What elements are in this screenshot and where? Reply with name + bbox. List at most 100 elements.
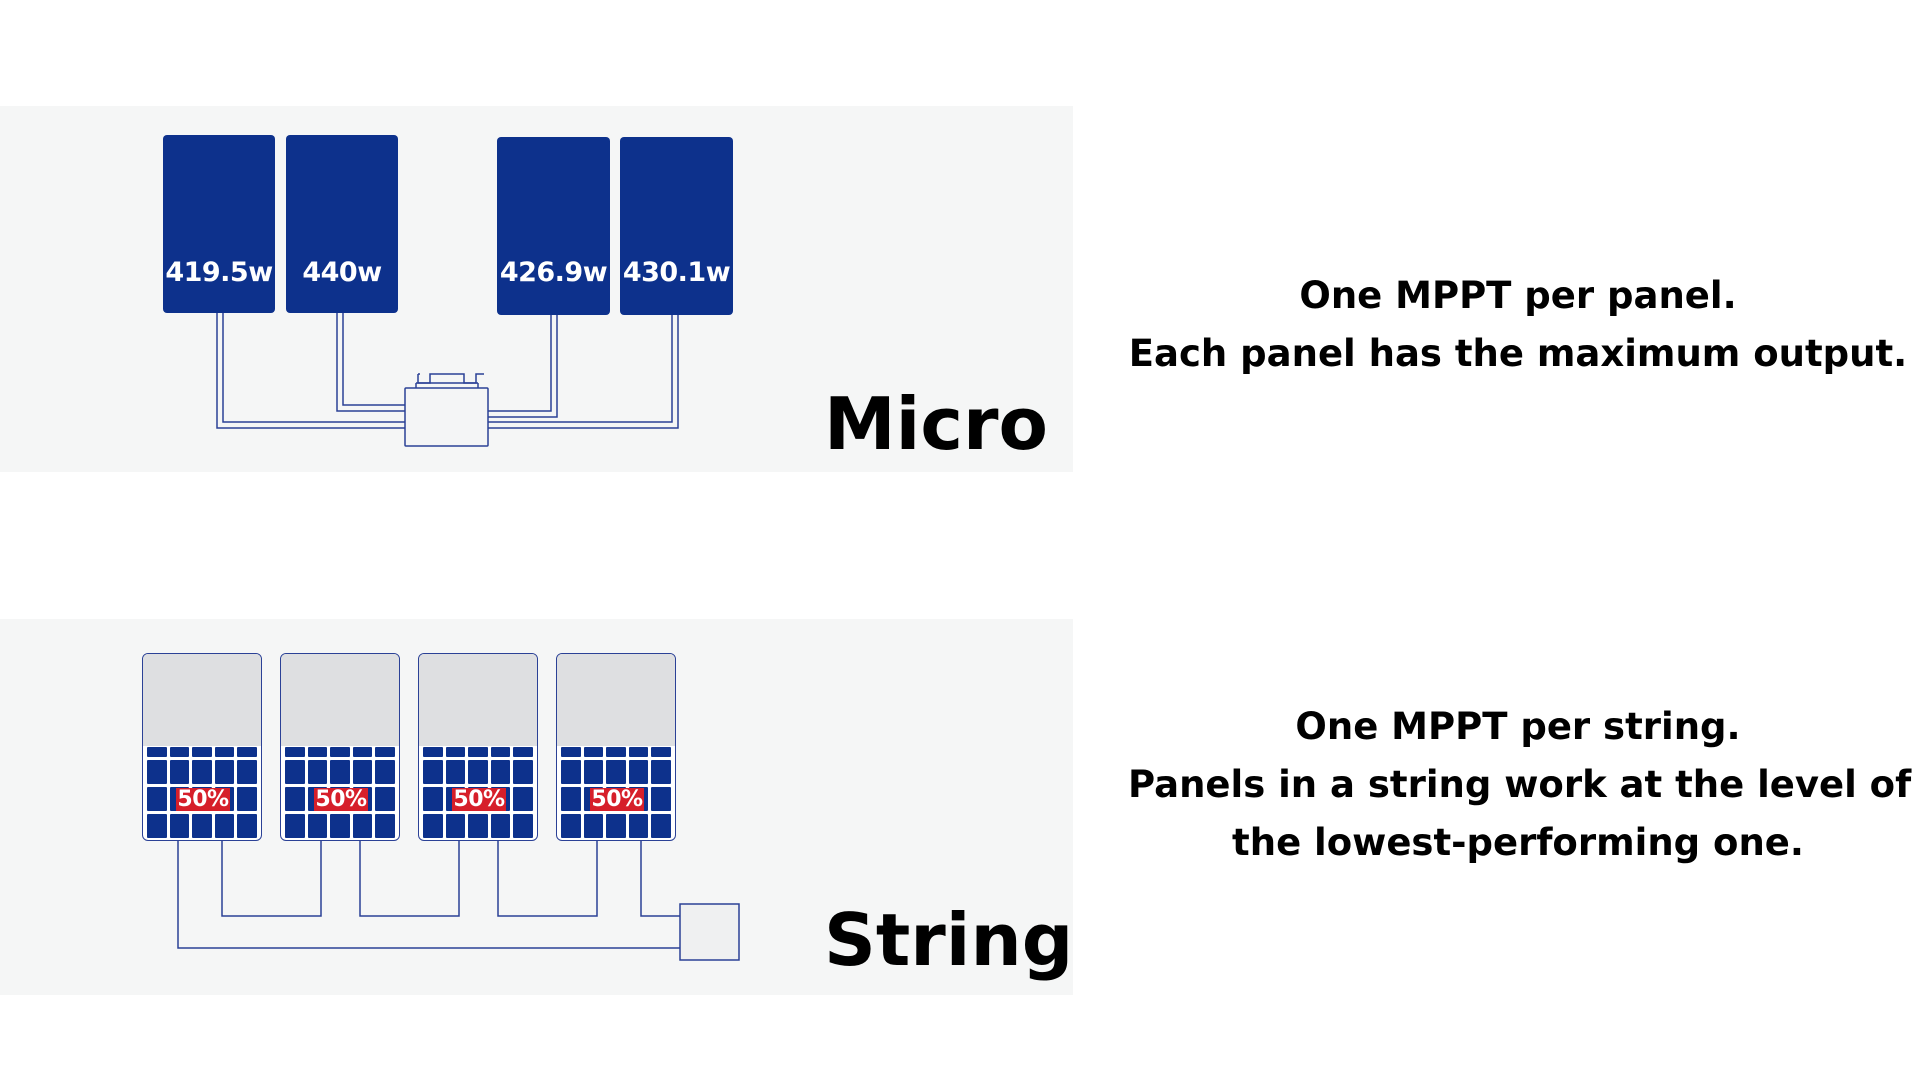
solar-cell — [423, 760, 443, 784]
solar-cell — [169, 814, 190, 838]
wire-string-return — [177, 840, 680, 949]
solar-panel-3: 426.9w — [497, 137, 610, 315]
shaded-panel-2: 50% — [280, 653, 400, 841]
solar-cell — [237, 787, 257, 811]
solar-cell — [606, 760, 626, 784]
solar-cell — [628, 747, 649, 757]
solar-cell — [330, 747, 350, 757]
micro-wiring — [216, 311, 679, 447]
solar-cell — [214, 760, 235, 784]
solar-cell — [561, 814, 581, 838]
shaded-panel-3: 50% — [418, 653, 538, 841]
solar-panel-2: 440w — [286, 135, 398, 313]
solar-cell — [285, 814, 305, 838]
solar-cell — [423, 814, 443, 838]
string-description-line-3: the lowest-performing one. — [1232, 821, 1804, 864]
shade-overlay — [557, 654, 675, 746]
solar-cell — [375, 747, 395, 757]
solar-cell — [651, 747, 671, 757]
solar-cell — [561, 760, 581, 784]
wire-micro-2a — [336, 311, 405, 412]
wire-micro-3b — [488, 313, 558, 418]
solar-cell — [330, 760, 350, 784]
wire-micro-3a — [488, 313, 552, 412]
solar-cell — [352, 747, 373, 757]
solar-cell — [468, 814, 488, 838]
solar-cell — [375, 787, 395, 811]
solar-cell — [307, 747, 328, 757]
wire-micro-1a — [216, 311, 405, 429]
wire-micro-1b — [222, 311, 405, 423]
solar-cell — [330, 814, 350, 838]
solar-cell — [651, 760, 671, 784]
wire-string-1-2 — [221, 840, 322, 917]
solar-cell — [285, 760, 305, 784]
panel-watt-3: 426.9w — [499, 257, 608, 288]
string-description: One MPPT per string. Panels in a string … — [1128, 698, 1912, 872]
shade-overlay — [143, 654, 261, 746]
micro-description-line-1: One MPPT per panel. — [1299, 274, 1737, 317]
solar-cell — [285, 787, 305, 811]
solar-cell — [192, 760, 212, 784]
wire-micro-2b — [342, 311, 405, 406]
solar-cell — [445, 747, 466, 757]
solar-cell — [583, 814, 604, 838]
string-label: String — [824, 898, 1074, 982]
solar-cell — [513, 787, 533, 811]
percent-badge-3: 50% — [452, 787, 506, 812]
string-description-line-1: One MPPT per string. — [1295, 705, 1741, 748]
solar-cell — [375, 760, 395, 784]
solar-cell — [147, 814, 167, 838]
solar-cell — [192, 814, 212, 838]
solar-cell — [628, 814, 649, 838]
solar-cell — [169, 747, 190, 757]
wire-string-2-3 — [359, 840, 460, 917]
solar-cell — [583, 760, 604, 784]
shaded-panel-4: 50% — [556, 653, 676, 841]
solar-cell — [147, 787, 167, 811]
string-diagram-area: 50% 50% 50% 50% String — [0, 619, 1073, 995]
panel-watt-1: 419.5w — [165, 257, 273, 288]
solar-cell — [651, 787, 671, 811]
solar-cell — [147, 747, 167, 757]
solar-cell — [468, 760, 488, 784]
solar-cell — [237, 814, 257, 838]
solar-panel-1: 419.5w — [163, 135, 275, 313]
solar-panel-4: 430.1w — [620, 137, 733, 315]
string-wiring — [177, 840, 740, 961]
shade-overlay — [281, 654, 399, 746]
panel-watt-2: 440w — [302, 257, 382, 288]
percent-badge-2: 50% — [314, 787, 368, 812]
solar-cell — [237, 747, 257, 757]
shade-overlay — [419, 654, 537, 746]
percent-badge-1: 50% — [176, 787, 230, 812]
solar-cell — [192, 747, 212, 757]
solar-cell — [307, 814, 328, 838]
string-description-line-2: Panels in a string work at the level of — [1128, 763, 1912, 806]
solar-cell — [214, 814, 235, 838]
string-inverter-icon — [679, 903, 740, 961]
solar-cell — [352, 760, 373, 784]
micro-description: One MPPT per panel. Each panel has the m… — [1128, 267, 1908, 383]
wire-micro-4b — [488, 313, 679, 429]
solar-cell — [237, 760, 257, 784]
solar-cell — [606, 747, 626, 757]
solar-cell — [169, 760, 190, 784]
solar-cell — [513, 747, 533, 757]
solar-cell — [147, 760, 167, 784]
solar-cell — [490, 747, 511, 757]
solar-cell — [214, 747, 235, 757]
solar-cell — [490, 814, 511, 838]
solar-cell — [513, 760, 533, 784]
micro-diagram-area: 419.5w 440w 426.9w 430.1w Micro — [0, 106, 1073, 472]
solar-cell — [375, 814, 395, 838]
solar-cell — [561, 747, 581, 757]
solar-cell — [423, 747, 443, 757]
solar-cell — [445, 760, 466, 784]
solar-cell — [583, 747, 604, 757]
wire-string-4-inv — [640, 840, 680, 917]
solar-cell — [606, 814, 626, 838]
solar-cell — [628, 760, 649, 784]
solar-cell — [445, 814, 466, 838]
solar-cell — [307, 760, 328, 784]
